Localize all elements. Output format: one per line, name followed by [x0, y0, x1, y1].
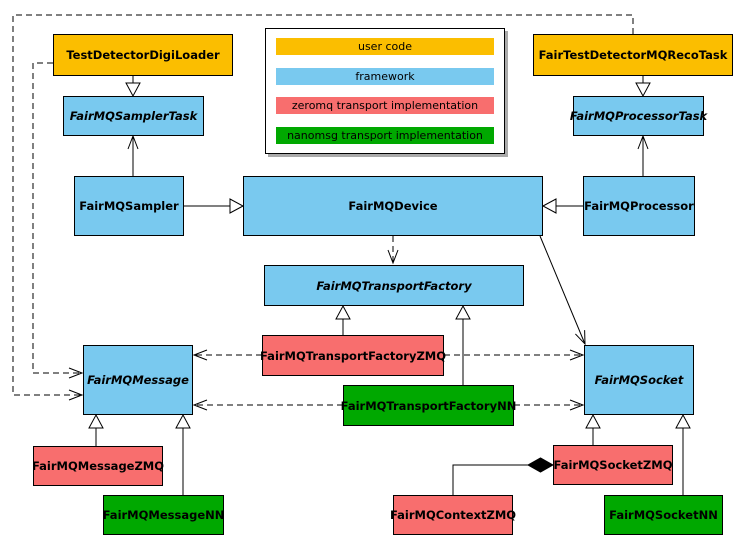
edge-tfnn-inherits-factory [455, 304, 471, 385]
edge-messagenn-inherits-message [175, 413, 191, 495]
node-fairmq-message-nn: FairMQMessageNN [103, 495, 224, 535]
edge-tfzmq-inherits-factory [335, 304, 351, 335]
legend-item-framework: framework [276, 67, 494, 85]
node-fairmq-socket-nn: FairMQSocketNN [604, 495, 723, 535]
node-fairmq-transport-factory-zmq: FairMQTransportFactoryZMQ [260, 335, 446, 376]
edge-socketnn-inherits-socket [675, 413, 691, 495]
edge-tfzmq-creates-socket [444, 349, 585, 361]
edge-processor-inherits-device [541, 198, 583, 214]
legend-item-user: user code [276, 38, 494, 55]
edge-contextzmq-part-of-socketzmq [452, 457, 555, 495]
node-fairmq-socket-zmq: FairMQSocketZMQ [553, 445, 673, 485]
node-fairmq-context-zmq: FairMQContextZMQ [390, 495, 516, 535]
node-fairmq-sampler-task: FairMQSamplerTask [63, 96, 204, 136]
edge-tfzmq-creates-message [192, 349, 262, 361]
edge-socketzmq-inherits-socket [585, 413, 601, 445]
node-fairmq-device: FairMQDevice [243, 176, 543, 236]
legend-item-zeromq: zeromq transport implementation [276, 97, 494, 115]
node-fairmq-transport-factory: FairMQTransportFactory [264, 265, 524, 306]
node-fairmq-sampler: FairMQSampler [74, 176, 184, 236]
edge-digiloader-samplertask [125, 76, 141, 98]
node-fair-test-detector-mq-reco-task: FairTestDetectorMQRecoTask [533, 34, 733, 76]
node-fairmq-message-zmq: FairMQMessageZMQ [32, 446, 164, 486]
node-fairmq-message: FairMQMessage [83, 345, 193, 415]
edge-device-uses-socket [539, 235, 586, 346]
edge-sampler-uses-samplertask [127, 134, 139, 176]
edge-tfnn-creates-message [192, 399, 343, 411]
legend-item-nanomsg: nanomsg transport implementation [276, 126, 494, 144]
edge-messagezmq-inherits-message [88, 413, 104, 446]
edge-processor-uses-processortask [637, 134, 649, 176]
node-fairmq-socket: FairMQSocket [584, 345, 694, 415]
node-fairmq-processor-task: FairMQProcessorTask [570, 96, 707, 136]
node-fairmq-processor: FairMQProcessor [583, 176, 695, 236]
edge-recotask-processortask [635, 76, 651, 98]
legend: user code framework zeromq transport imple… [265, 28, 505, 154]
node-test-detector-digi-loader: TestDetectorDigiLoader [53, 34, 233, 76]
edge-device-uses-transportfactory [387, 236, 399, 265]
edge-sampler-inherits-device [184, 198, 245, 214]
edge-tfnn-creates-socket [514, 399, 585, 411]
node-fairmq-transport-factory-nn: FairMQTransportFactoryNN [341, 385, 516, 426]
